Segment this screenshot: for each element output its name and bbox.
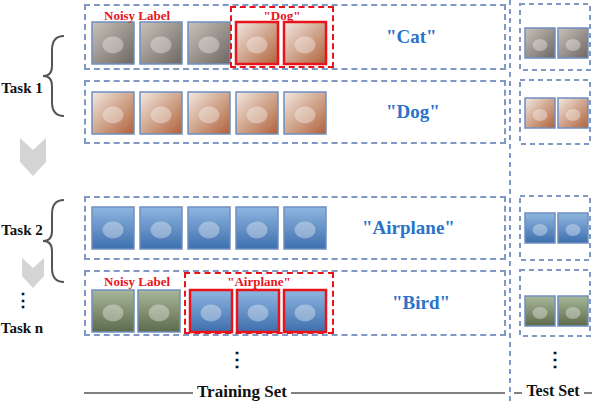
image-thumbnail bbox=[188, 22, 230, 64]
image-subject bbox=[247, 107, 268, 124]
image-subject bbox=[151, 107, 172, 124]
noisy-label-text: Noisy Label bbox=[104, 274, 170, 290]
image-subject bbox=[533, 307, 548, 319]
image-thumbnail bbox=[92, 22, 134, 64]
image-thumbnail bbox=[237, 290, 279, 332]
image-thumbnail bbox=[558, 98, 588, 128]
image-subject bbox=[247, 37, 268, 54]
class-label: "Bird" bbox=[392, 292, 450, 314]
bracket bbox=[43, 36, 64, 116]
image-subject bbox=[566, 39, 581, 51]
down-chevron bbox=[22, 258, 44, 288]
image-subject bbox=[103, 222, 124, 239]
image-thumbnail bbox=[190, 290, 232, 332]
image-thumbnail bbox=[236, 92, 278, 134]
class-label: "Cat" bbox=[386, 26, 437, 48]
noisy-label-text: "Dog" bbox=[264, 8, 301, 24]
image-subject bbox=[533, 109, 548, 121]
test-box bbox=[520, 4, 590, 336]
image-subject bbox=[103, 107, 124, 124]
image-thumbnail bbox=[92, 92, 134, 134]
ellipsis: ⋮ bbox=[226, 348, 248, 371]
image-subject bbox=[566, 224, 581, 236]
image-thumbnail bbox=[188, 207, 230, 249]
image-thumbnail bbox=[92, 290, 134, 332]
image-thumbnail bbox=[525, 296, 555, 326]
noisy-label-box: "Dog" bbox=[230, 6, 334, 68]
image-thumbnail bbox=[525, 213, 555, 243]
image-subject bbox=[566, 109, 581, 121]
image-subject bbox=[247, 222, 268, 239]
class-row-box: Noisy Label "Bird" "Airplane" bbox=[84, 270, 506, 336]
image-subject bbox=[103, 305, 124, 322]
image-thumbnail bbox=[92, 207, 134, 249]
image-thumbnail bbox=[525, 98, 555, 128]
image-thumbnail bbox=[236, 22, 278, 64]
image-thumbnail bbox=[558, 28, 588, 58]
image-thumbnail bbox=[284, 92, 326, 134]
image-subject bbox=[199, 107, 220, 124]
task-label: ⋮ bbox=[12, 290, 34, 311]
image-subject bbox=[533, 224, 548, 236]
separator bbox=[509, 0, 511, 404]
down-chevron bbox=[20, 138, 46, 176]
set-label-patch: Test Set bbox=[522, 382, 583, 399]
image-subject bbox=[533, 39, 548, 51]
set-label-patch: Training Set bbox=[193, 382, 291, 401]
image-thumbnail bbox=[188, 92, 230, 134]
image-subject bbox=[149, 305, 170, 322]
task-label: Task n bbox=[0, 320, 44, 337]
image-thumbnail bbox=[525, 28, 555, 58]
image-subject bbox=[248, 305, 269, 322]
noisy-label-text: Noisy Label bbox=[104, 8, 170, 24]
image-subject bbox=[199, 37, 220, 54]
image-thumbnail bbox=[558, 213, 588, 243]
image-subject bbox=[103, 37, 124, 54]
set-label: Test Set bbox=[518, 382, 588, 400]
image-thumbnail bbox=[140, 207, 182, 249]
image-subject bbox=[151, 37, 172, 54]
image-subject bbox=[295, 222, 316, 239]
image-subject bbox=[295, 37, 316, 54]
bracket bbox=[43, 200, 64, 282]
class-row-box: "Dog" bbox=[84, 80, 506, 144]
image-thumbnail bbox=[138, 290, 180, 332]
task-label: Task 1 bbox=[0, 80, 44, 97]
image-subject bbox=[201, 305, 222, 322]
class-row-box: "Airplane" bbox=[84, 196, 506, 260]
noisy-label-text: "Airplane" bbox=[227, 274, 291, 290]
image-subject bbox=[199, 222, 220, 239]
task-label: Task 2 bbox=[0, 222, 44, 239]
class-row-box: Noisy Label "Cat" "Dog" bbox=[84, 4, 506, 70]
image-thumbnail bbox=[284, 290, 326, 332]
image-thumbnail bbox=[284, 22, 326, 64]
image-subject bbox=[295, 305, 316, 322]
image-thumbnail bbox=[284, 207, 326, 249]
image-subject bbox=[151, 222, 172, 239]
ellipsis: ⋮ bbox=[544, 348, 566, 371]
image-subject bbox=[566, 307, 581, 319]
image-thumbnail bbox=[140, 22, 182, 64]
image-thumbnail bbox=[558, 296, 588, 326]
image-subject bbox=[295, 107, 316, 124]
noisy-label-box: "Airplane" bbox=[184, 272, 334, 334]
image-thumbnail bbox=[140, 92, 182, 134]
rule bbox=[84, 392, 505, 394]
set-label: Training Set bbox=[180, 382, 304, 402]
image-thumbnail bbox=[236, 207, 278, 249]
class-label: "Dog" bbox=[386, 101, 440, 123]
class-label: "Airplane" bbox=[362, 217, 455, 239]
